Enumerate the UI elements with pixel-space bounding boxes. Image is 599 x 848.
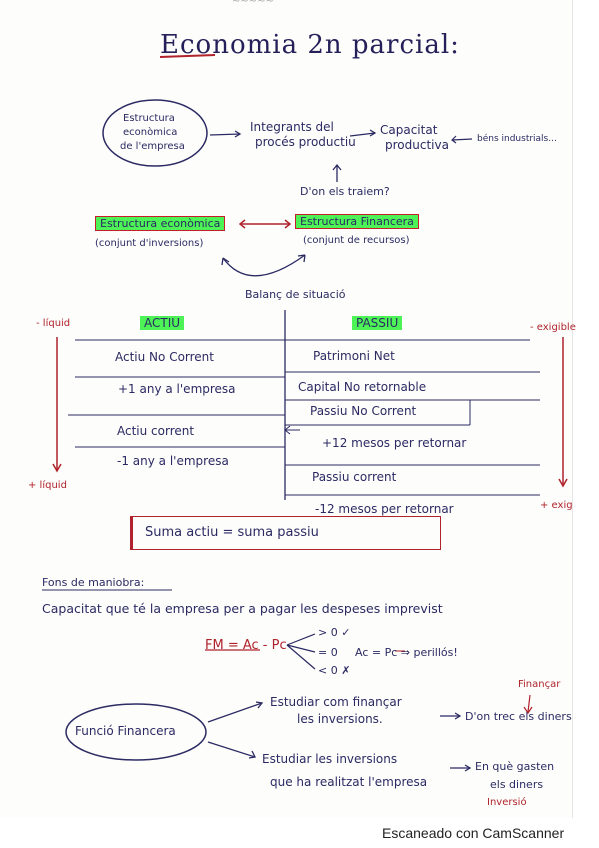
passiu-no-corrent: Passiu No Corrent — [310, 404, 417, 418]
circle-line-1: Estructura — [123, 113, 175, 124]
actiu-corrent: Actiu corrent — [117, 424, 195, 438]
result1-text: D'on trec els diners — [465, 710, 572, 723]
passiu-corrent: Passiu corrent — [312, 470, 397, 484]
circle-line-3: de l'empresa — [120, 141, 185, 152]
funcio-financera-label: Funció Financera — [75, 724, 176, 738]
branch2-line2: que ha realitzat l'empresa — [270, 775, 428, 789]
fm-equal: = 0 — [318, 646, 338, 659]
branch2-line1: Estudiar les inversions — [262, 752, 398, 766]
fm-greater: > 0 ✓ — [318, 626, 351, 639]
notebook-page — [572, 0, 573, 818]
passiu-header: PASSIU — [352, 316, 403, 330]
fm-less: < 0 ✗ — [318, 664, 351, 677]
scanner-watermark: Escaneado con CamScanner — [382, 825, 565, 841]
integrants-line-2: procés productiu — [255, 135, 356, 149]
fons-definition: Capacitat que té la empresa per a pagar … — [42, 601, 443, 616]
capacitat-line-2: productiva — [385, 138, 449, 152]
minus-one-year: -1 any a l'empresa — [117, 454, 229, 468]
conjunt-inversions: (conjunt d'inversions) — [95, 238, 204, 249]
fm-formula: FM = Ac - Pc — [205, 638, 287, 653]
plus-exigible-label: + exig — [540, 500, 573, 511]
minus-exigible-label: - exigible — [530, 322, 576, 333]
plus-twelve-months: +12 mesos per retornar — [322, 436, 467, 450]
page-title: Economia 2n parcial: — [160, 30, 460, 60]
minus-twelve-months: -12 mesos per retornar — [315, 502, 454, 516]
result2-line2: els diners — [490, 778, 544, 791]
fons-heading: Fons de maniobra: — [42, 576, 145, 589]
plus-one-year: +1 any a l'empresa — [118, 382, 236, 396]
branch1-line2: les inversions. — [297, 712, 383, 726]
actiu-header: ACTIU — [140, 316, 185, 330]
capital-no-retornable: Capital No retornable — [298, 380, 427, 394]
result2-line1: En què gasten — [475, 760, 555, 773]
estructura-economica-label: Estructura econòmica — [95, 216, 226, 231]
minus-liquid-label: - líquid — [36, 318, 71, 329]
balanc-label: Balanç de situació — [245, 288, 346, 301]
integrants-line-1: Integrants del — [250, 120, 334, 134]
page-header-scrap: ~~~~~ — [232, 0, 274, 7]
capacitat-line-1: Capacitat — [380, 123, 438, 137]
actiu-no-corrent: Actiu No Corrent — [115, 350, 214, 364]
branch1-line1: Estudiar com finançar — [270, 695, 402, 709]
plus-liquid-label: + líquid — [28, 480, 67, 491]
bens-industrials: béns industrials... — [477, 134, 557, 144]
suma-box — [130, 516, 441, 550]
patrimoni-net: Patrimoni Net — [313, 349, 395, 363]
circle-line-2: econòmica — [123, 127, 178, 138]
financar-label: Finançar — [518, 679, 561, 690]
fm-equal-note: Ac = Pc ⇒ perillós! — [355, 646, 458, 659]
conjunt-recursos: (conjunt de recursos) — [303, 235, 410, 246]
question-text: D'on els traiem? — [300, 185, 390, 198]
inversio-label: Inversió — [487, 797, 527, 808]
estructura-financera-label: Estructura Financera — [295, 214, 419, 229]
suma-text: Suma actiu = suma passiu — [145, 525, 319, 540]
